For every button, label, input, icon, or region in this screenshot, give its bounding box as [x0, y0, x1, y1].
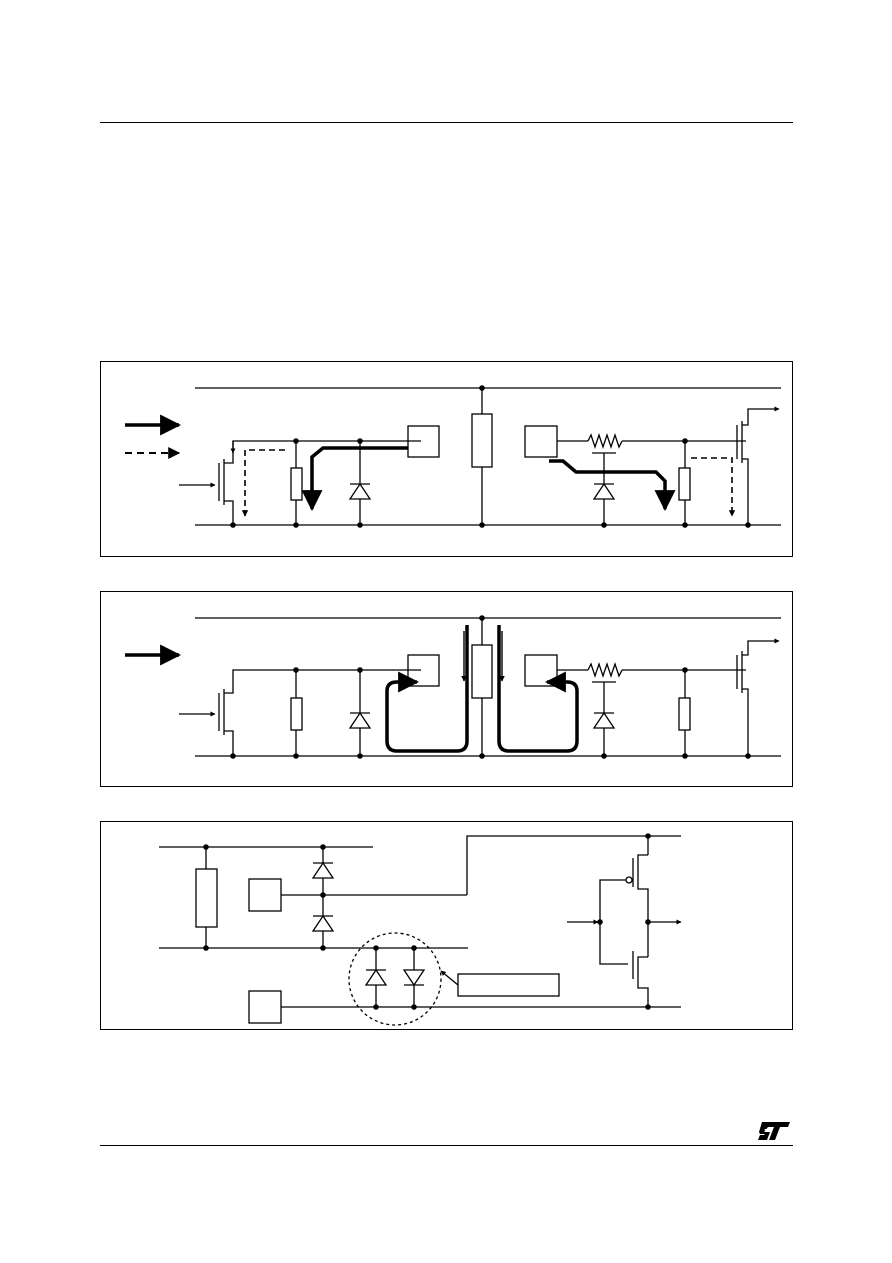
circuit-figure-3 [100, 821, 793, 1030]
footer-rule [100, 1145, 793, 1146]
header-rule [100, 122, 793, 123]
st-logo-icon [758, 1122, 790, 1140]
circuit-figure-1 [100, 361, 793, 557]
circuit-figure-2 [100, 591, 793, 787]
